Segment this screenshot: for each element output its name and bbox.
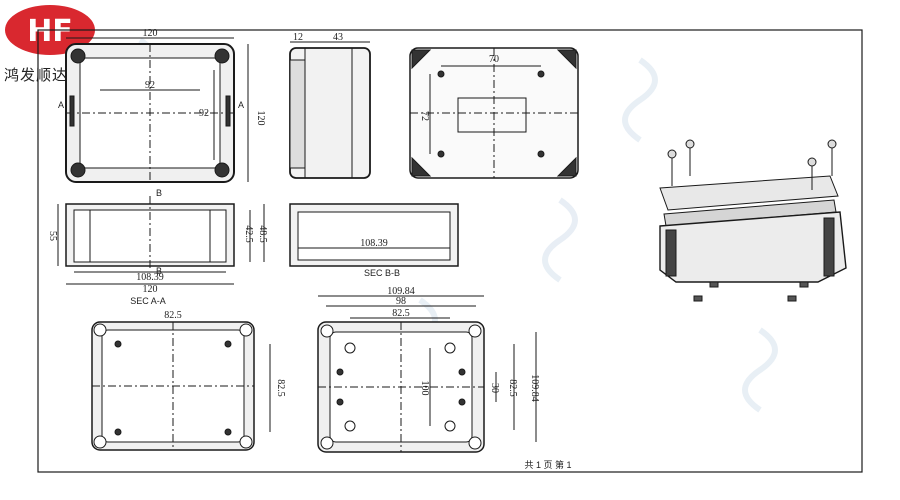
- section-bb-view: [289, 203, 459, 267]
- lid-width-dim: 82.5: [164, 310, 182, 321]
- company-name: 鸿发顺达: [4, 66, 69, 84]
- side-depth-dim: 43: [333, 32, 343, 43]
- base-inner-width-dim: 82.5: [392, 308, 410, 319]
- side-view: [289, 41, 371, 179]
- base-view: [317, 295, 537, 453]
- lid-height-dim: 82.5: [275, 379, 286, 397]
- section-bb-width-dim: 108.39: [360, 238, 388, 249]
- top-width-dim: 120: [143, 28, 158, 39]
- assembly-3d-view: [659, 139, 847, 302]
- top-inner-v-dim: 92: [199, 108, 209, 119]
- front-section-mark-top: B: [156, 188, 162, 198]
- front-outer-width-dim: 120: [143, 284, 158, 295]
- section-bb-title: SEC B-B: [364, 268, 400, 278]
- bottom-hole-h-dim: 70: [489, 54, 499, 65]
- base-outer-v-dim: 109.84: [529, 374, 540, 402]
- base-outer-width-dim: 109.84: [387, 286, 415, 297]
- front-inner2-dim: 48.5: [257, 225, 268, 243]
- sheet-border: [37, 29, 863, 473]
- top-section-mark-right: A: [238, 100, 244, 110]
- top-section-mark-left: A: [58, 100, 64, 110]
- lid-title: SEC A-A: [130, 296, 166, 306]
- side-lip-dim: 12: [293, 32, 303, 43]
- front-inner1-dim: 42.5: [243, 225, 254, 243]
- base-small-dim: 30: [489, 383, 500, 393]
- front-section-view: [57, 196, 265, 285]
- sheet-label: 共 1 页 第 1: [524, 459, 571, 470]
- front-height-dim: 55: [47, 231, 58, 241]
- lid-view: [91, 321, 271, 451]
- base-hole-v-dim: 100: [419, 381, 430, 396]
- top-view: [65, 37, 249, 183]
- top-height-dim: 120: [255, 111, 266, 126]
- front-section-mark-bottom: B: [156, 266, 162, 276]
- base-inner-v-dim: 82.5: [507, 379, 518, 397]
- top-inner-h-dim: 92: [145, 80, 155, 91]
- front-inner-width-dim: 108.39: [136, 272, 164, 283]
- base-mid-width-dim: 98: [396, 296, 406, 307]
- logo-text: HF: [27, 14, 73, 49]
- bottom-hole-v-dim: 72: [419, 111, 430, 121]
- bottom-view: [409, 47, 579, 179]
